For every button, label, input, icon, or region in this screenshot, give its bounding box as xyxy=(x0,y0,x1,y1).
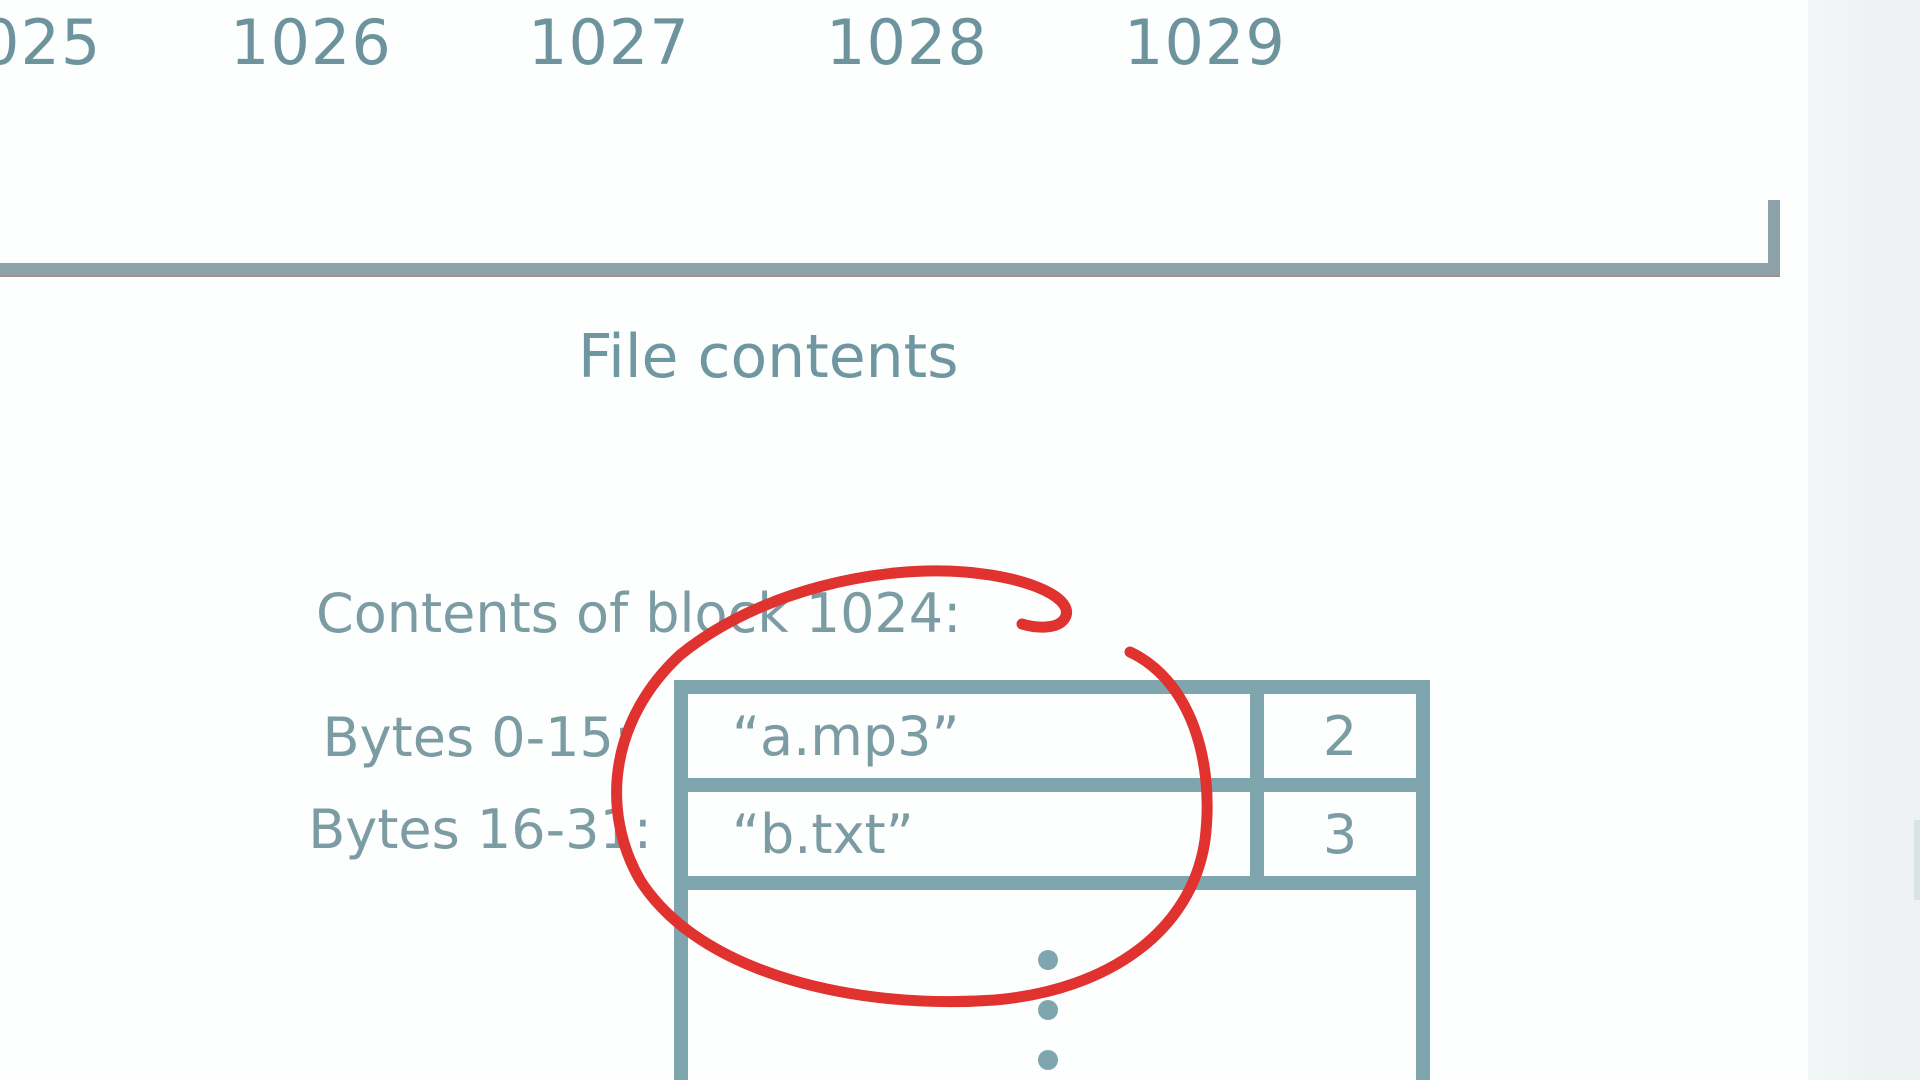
table-row: “a.mp3” 2 xyxy=(688,694,1416,790)
table-row: “b.txt” 3 xyxy=(688,792,1416,888)
entry-name-cell: “a.mp3” xyxy=(688,694,1264,778)
directory-table: “a.mp3” 2 “b.txt” 3 xyxy=(674,680,1430,1080)
bytes-label-16-31: Bytes 16-31: xyxy=(308,798,652,861)
entry-number-cell: 2 xyxy=(1322,704,1358,768)
ellipsis-dot xyxy=(1038,1000,1058,1020)
block-number-1026: 1026 xyxy=(230,6,392,79)
block-number-1028: 1028 xyxy=(826,6,988,79)
right-margin-strip xyxy=(1808,0,1920,1080)
ellipsis-dot xyxy=(1038,950,1058,970)
block-number-1029: 1029 xyxy=(1124,6,1286,79)
bytes-label-0-15: Bytes 0-15: xyxy=(322,706,632,769)
block-number-1027: 1027 xyxy=(528,6,690,79)
file-contents-bracket xyxy=(0,263,1780,277)
row-divider xyxy=(688,778,1416,792)
file-contents-label: File contents xyxy=(578,322,959,392)
row-divider xyxy=(688,876,1416,890)
file-contents-bracket-end xyxy=(1768,200,1780,275)
entry-name-cell: “b.txt” xyxy=(688,792,1264,876)
block-contents-caption: Contents of block 1024: xyxy=(316,582,962,645)
block-number-1025: 025 xyxy=(0,6,102,79)
scroll-handle[interactable] xyxy=(1914,820,1920,900)
entry-number-cell: 3 xyxy=(1322,802,1358,866)
ellipsis-dot xyxy=(1038,1050,1058,1070)
